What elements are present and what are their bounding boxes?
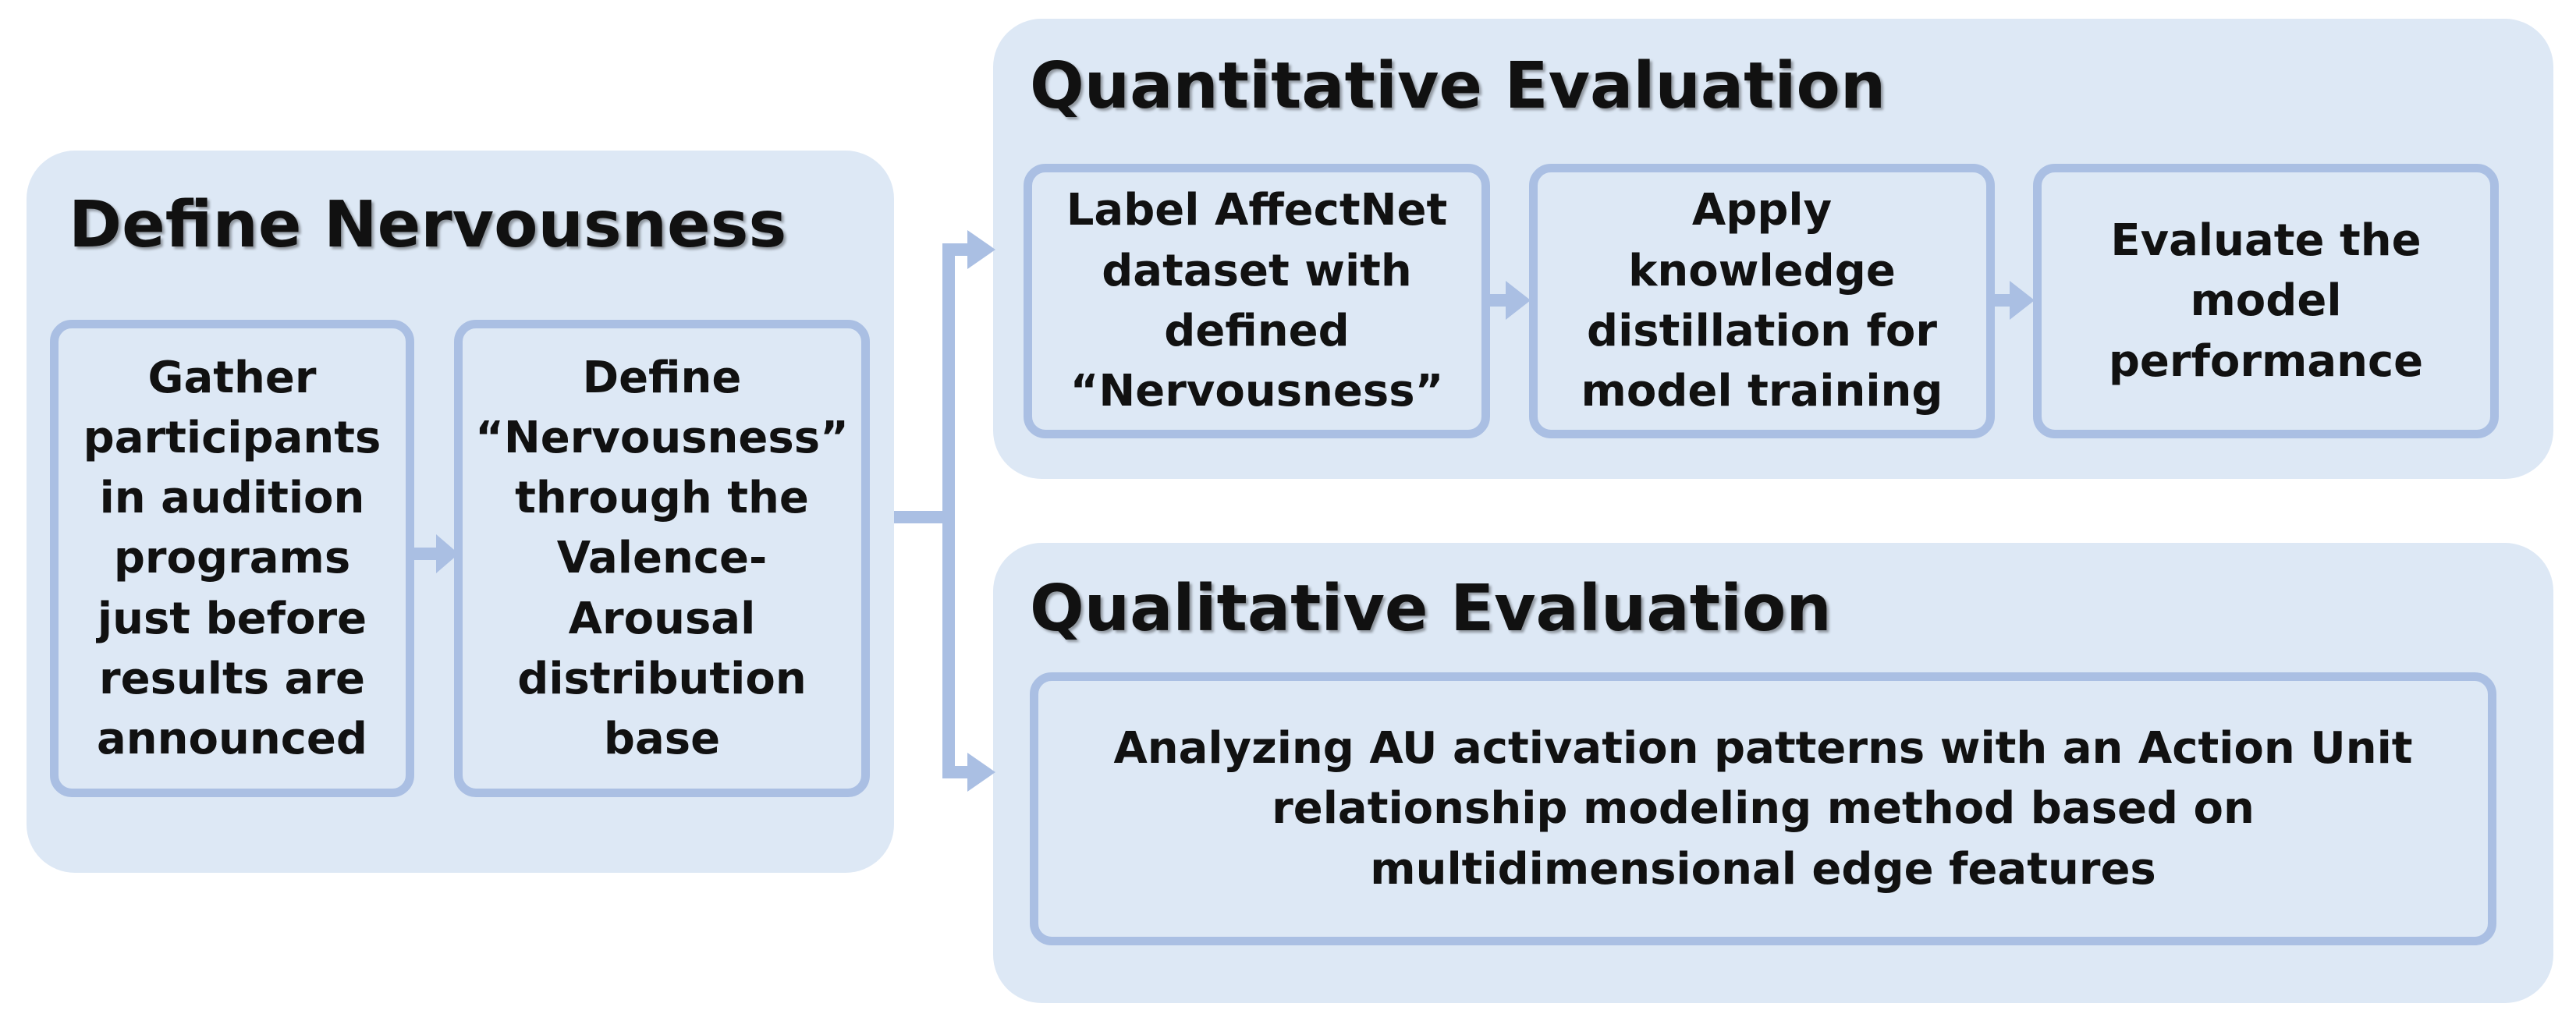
branch-line xyxy=(942,243,955,778)
connector-line xyxy=(942,243,970,256)
knowledge-distillation-label: Apply knowledge distillation for model t… xyxy=(1581,185,1943,417)
label-affectnet-step: Label AffectNet dataset with defined “Ne… xyxy=(1024,164,1490,438)
arrow-head xyxy=(436,534,459,573)
connector-line xyxy=(414,548,436,560)
knowledge-distillation-step: Apply knowledge distillation for model t… xyxy=(1529,164,1995,438)
evaluate-model-label: Evaluate the model performance xyxy=(2108,215,2424,387)
connector-line xyxy=(942,766,970,778)
define-nervousness-label: Define “Nervousness” through the Valence… xyxy=(475,352,849,765)
label-affectnet-label: Label AffectNet dataset with defined “Ne… xyxy=(1066,185,1448,417)
connector-line xyxy=(894,511,949,523)
qualitative-evaluation-title: Qualitative Evaluation xyxy=(1030,572,1832,646)
evaluate-model-step: Evaluate the model performance xyxy=(2033,164,2499,438)
define-nervousness-title: Define Nervousness xyxy=(69,188,787,262)
arrow-head xyxy=(967,230,995,269)
connector-line xyxy=(1490,294,1507,307)
connector-line xyxy=(1995,294,2010,307)
arrow-head xyxy=(2010,281,2035,320)
define-nervousness-step: Define “Nervousness” through the Valence… xyxy=(454,320,870,797)
arrow-head xyxy=(1506,281,1531,320)
au-analysis-step: Analyzing AU activation patterns with an… xyxy=(1030,672,2496,945)
gather-participants-step: Gather participants in audition programs… xyxy=(50,320,414,797)
quantitative-evaluation-title: Quantitative Evaluation xyxy=(1030,49,1886,123)
arrow-head xyxy=(967,753,995,792)
gather-participants-label: Gather participants in audition programs… xyxy=(83,352,381,765)
au-analysis-label: Analyzing AU activation patterns with an… xyxy=(1113,723,2413,895)
